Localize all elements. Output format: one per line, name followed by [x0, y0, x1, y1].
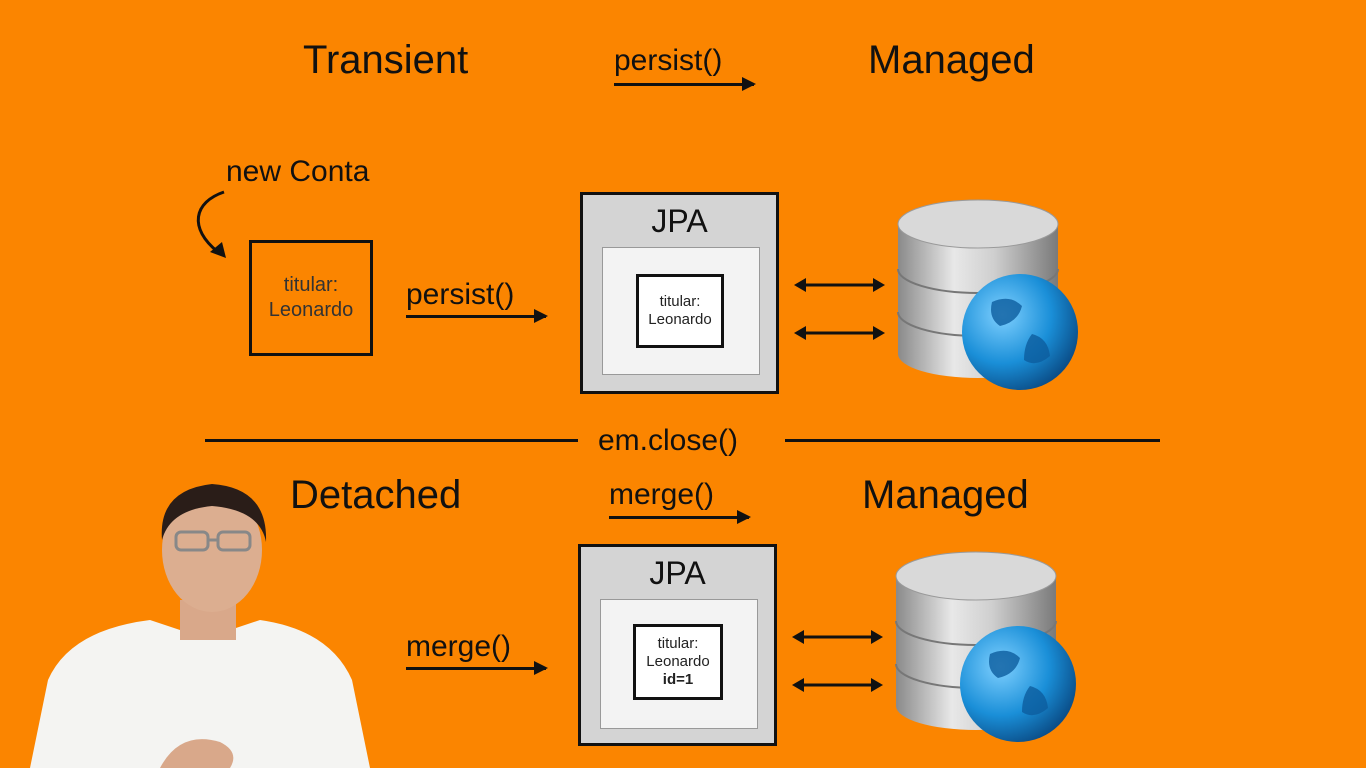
- curved-arrow-icon: [197, 190, 226, 258]
- presenter-video: [30, 484, 370, 768]
- persist-action-arrow: [406, 309, 548, 323]
- managed-entity-box: titular: Leonardo: [636, 274, 724, 348]
- persist-transition-arrow: [614, 77, 756, 91]
- globe-icon: [960, 626, 1076, 742]
- state-transient-label: Transient: [303, 38, 469, 82]
- persist-action-label: persist(): [406, 278, 515, 311]
- jpa-title: JPA: [649, 555, 706, 591]
- bidirectional-arrow-icon: [792, 630, 883, 692]
- merge-transition-label: merge(): [609, 478, 715, 511]
- database-icon: [897, 199, 1078, 390]
- entity-field-label: titular:: [657, 635, 699, 652]
- entity-field-value: Leonardo: [646, 653, 710, 670]
- new-conta-label: new Conta: [226, 155, 370, 188]
- entity-field-label: titular:: [283, 274, 339, 296]
- entity-field-value: Leonardo: [648, 311, 712, 328]
- bidirectional-arrow-icon: [794, 278, 885, 340]
- divider-right: [785, 439, 1160, 442]
- merged-entity-box: titular: Leonardo id=1: [633, 624, 723, 700]
- state-detached-label: Detached: [290, 473, 462, 517]
- merge-action-arrow: [406, 661, 548, 675]
- jpa-title: JPA: [651, 203, 708, 239]
- jpa-container-top: JPA titular: Leonardo: [580, 192, 779, 394]
- state-managed-label-bottom: Managed: [862, 473, 1029, 517]
- state-managed-label-top: Managed: [868, 38, 1035, 82]
- entity-field-value: Leonardo: [268, 299, 354, 321]
- em-close-label: em.close(): [598, 424, 739, 457]
- database-icon: [895, 551, 1076, 742]
- globe-icon: [962, 274, 1078, 390]
- divider-left: [205, 439, 578, 442]
- persistence-context: titular: Leonardo: [602, 247, 760, 375]
- jpa-container-bottom: JPA titular: Leonardo id=1: [578, 544, 777, 746]
- merge-transition-arrow: [609, 510, 751, 524]
- entity-field-label: titular:: [659, 293, 701, 310]
- persist-transition-label: persist(): [614, 44, 723, 77]
- merge-action-label: merge(): [406, 630, 512, 663]
- entity-id-value: id=1: [662, 671, 694, 688]
- transient-entity-box: titular: Leonardo: [249, 240, 373, 356]
- persistence-context: titular: Leonardo id=1: [600, 599, 758, 729]
